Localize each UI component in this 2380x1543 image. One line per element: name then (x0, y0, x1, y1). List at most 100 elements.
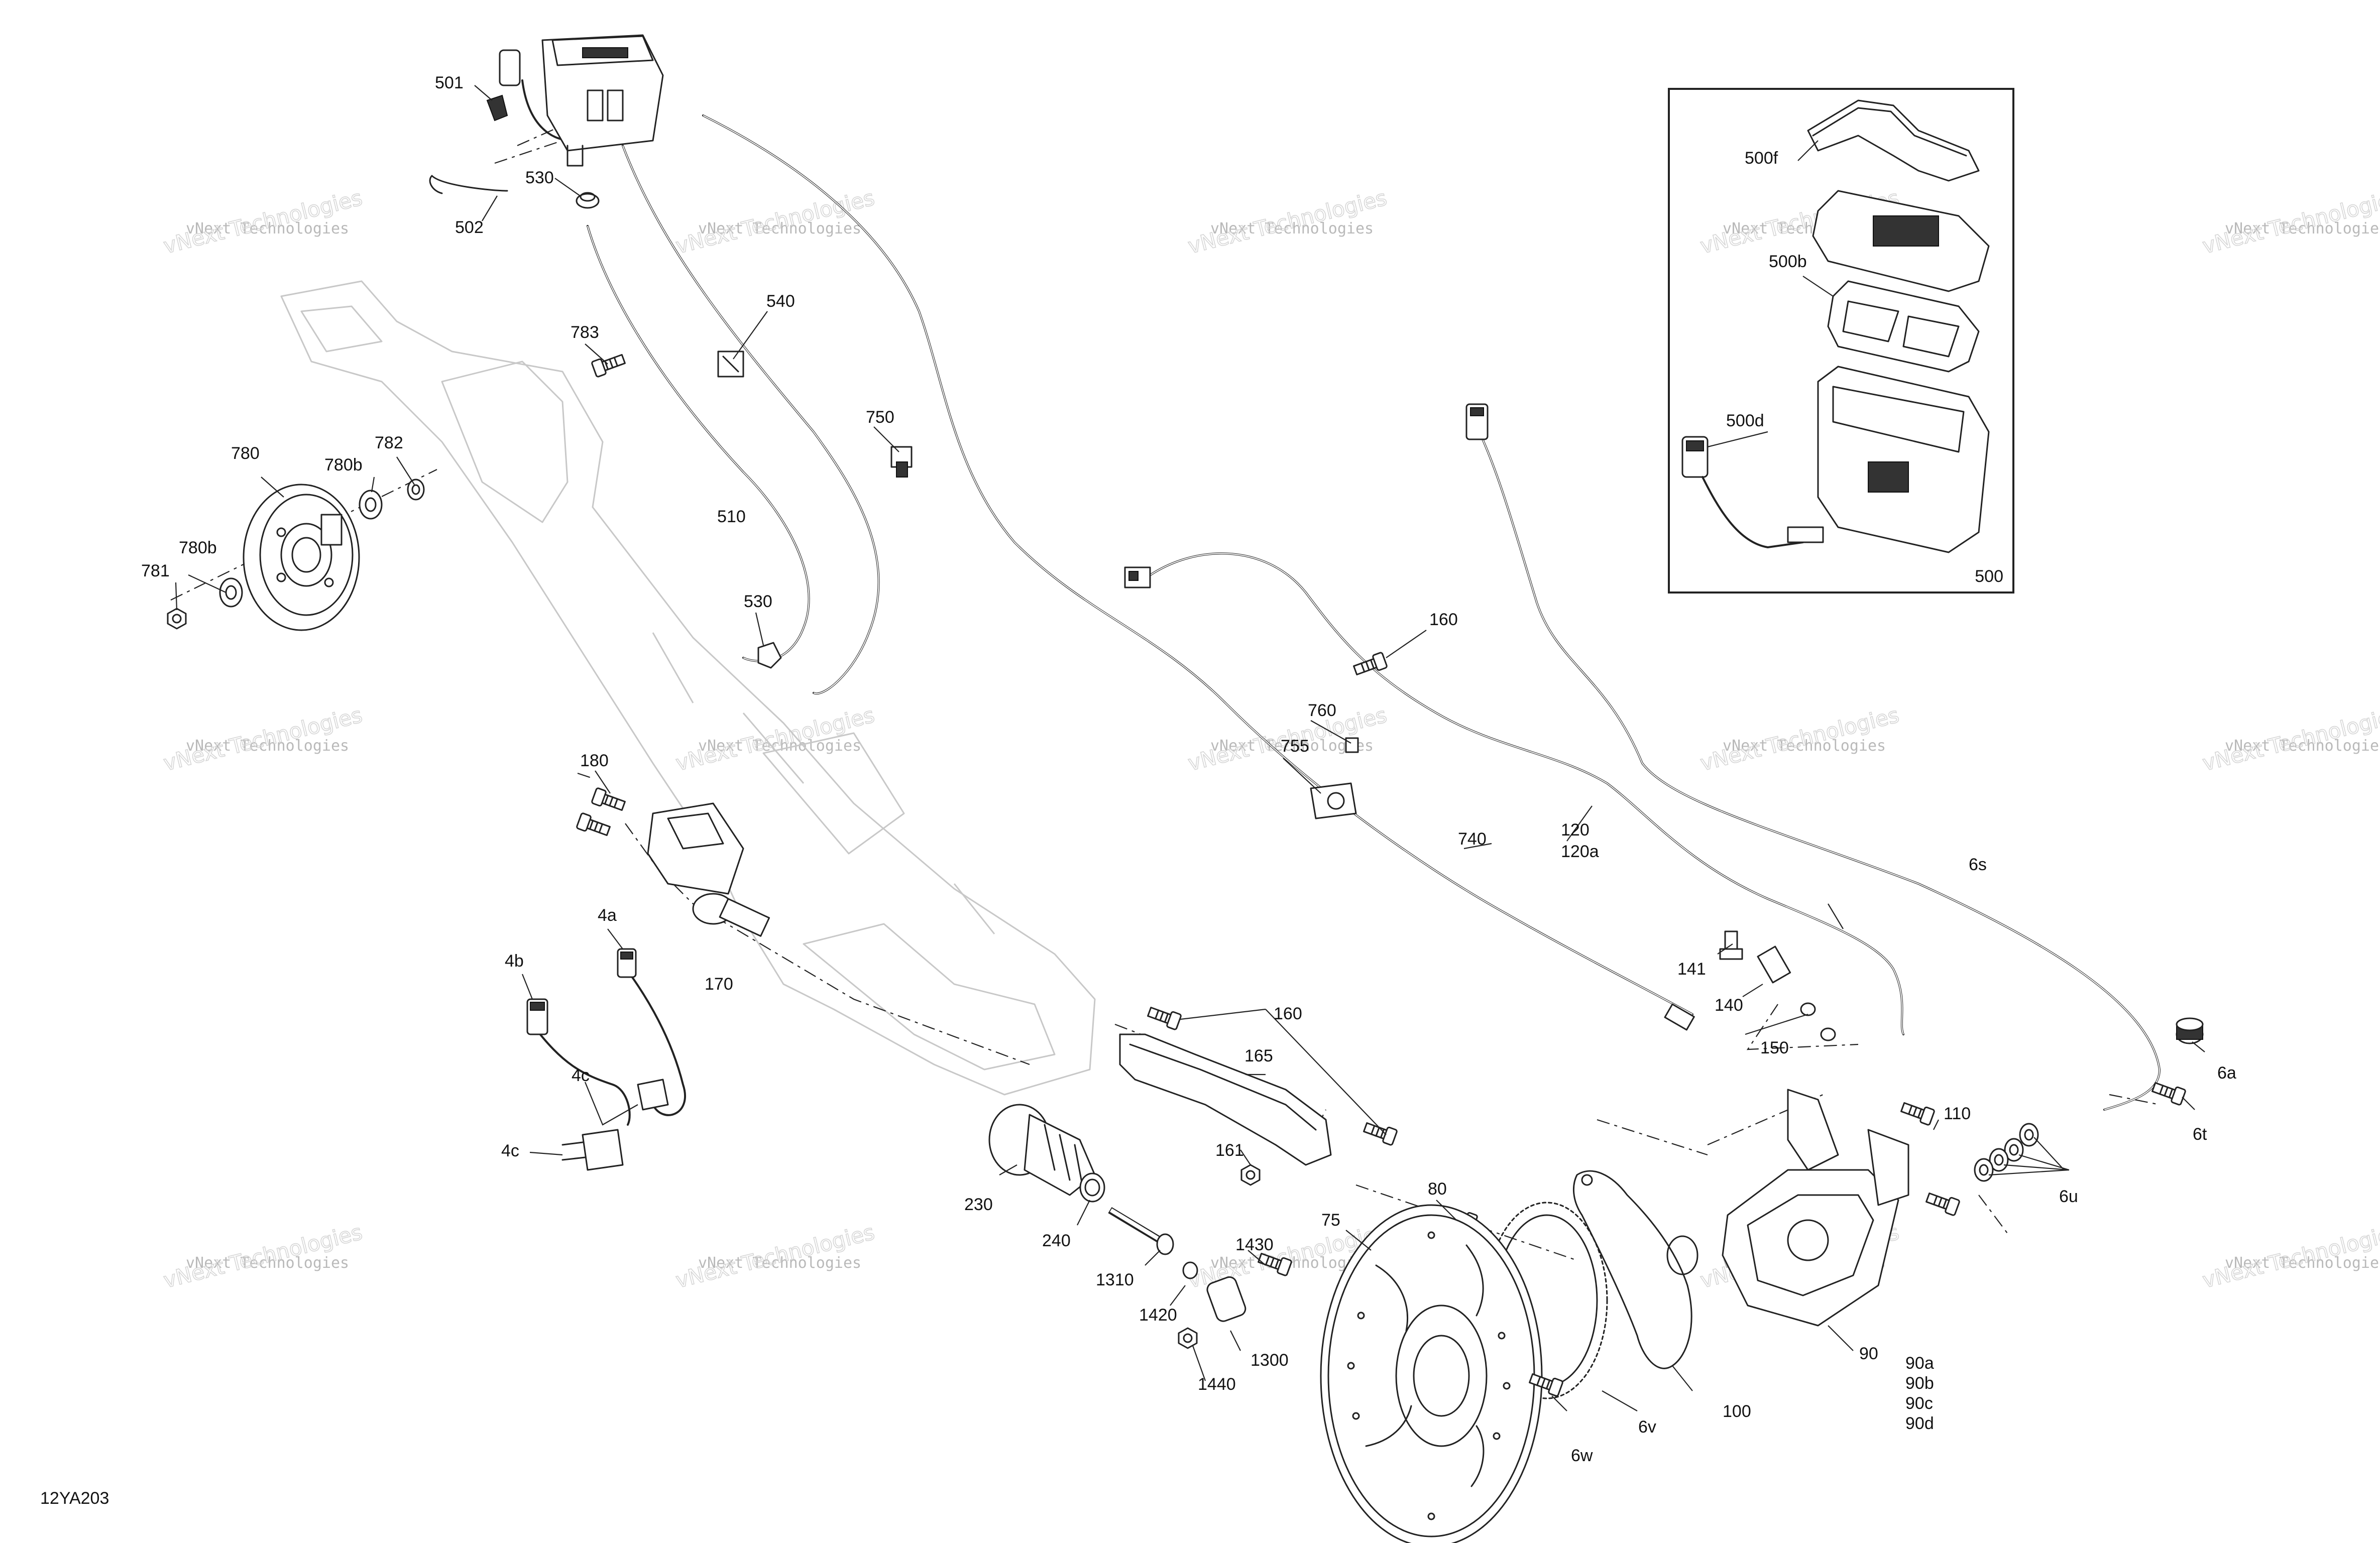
callout-120: 120 (1561, 820, 1590, 840)
part-6a-cap (2176, 1017, 2204, 1044)
callout-781: 781 (141, 561, 170, 580)
callout-180: 180 (580, 751, 609, 770)
callout-780b-b: 780b (179, 538, 217, 557)
part-540-clip (717, 350, 744, 378)
part-240-clamp (1079, 1172, 1105, 1203)
callout-140: 140 (1715, 996, 1743, 1015)
part-165-bracket (1119, 1033, 1332, 1166)
callout-755: 755 (1281, 737, 1309, 756)
callout-6v: 6v (1638, 1417, 1656, 1437)
callout-1300: 1300 (1251, 1351, 1289, 1370)
callout-1420: 1420 (1139, 1305, 1177, 1325)
part-160-bolt-b (1146, 1003, 1182, 1031)
callout-750: 750 (866, 408, 894, 427)
part-1300-clevis (1206, 1276, 1246, 1322)
part-500d-connector (1681, 436, 1824, 549)
callout-782: 782 (375, 433, 403, 452)
diagram-code: 12YA203 (40, 1489, 109, 1508)
part-780-pulley (243, 484, 360, 631)
part-150-washer (1800, 1002, 1836, 1041)
part-740-connector (1664, 1003, 1695, 1031)
part-500-housing (1817, 366, 1990, 553)
part-180-bolt-b (576, 812, 612, 840)
part-230-boot (988, 1104, 1096, 1196)
callout-510: 510 (717, 507, 746, 526)
callout-161: 161 (1215, 1141, 1244, 1160)
part-750-fitting (890, 446, 913, 478)
callout-1310: 1310 (1096, 1270, 1134, 1289)
part-4b-connector (526, 998, 548, 1035)
callout-90b: 90b (1905, 1374, 1934, 1393)
callout-120a: 120a (1561, 842, 1599, 861)
callout-502: 502 (455, 218, 484, 237)
part-110-bolt-a (1899, 1099, 1936, 1126)
part-500b-filter (1827, 280, 1980, 373)
callout-230: 230 (964, 1195, 993, 1214)
callout-780b-a: 780b (324, 455, 363, 474)
part-90-caliper (1722, 1089, 1909, 1327)
callout-90a: 90a (1905, 1354, 1934, 1373)
callout-1440: 1440 (1198, 1375, 1236, 1394)
part-780b-bearing-a (359, 490, 383, 520)
part-781-nut (167, 608, 187, 630)
part-141-bleeder (1719, 930, 1743, 960)
abs-unit-top (541, 34, 664, 167)
part-502-clip (429, 175, 508, 194)
part-4c-switch (561, 1079, 669, 1171)
callout-760: 760 (1308, 701, 1336, 720)
callout-4c-b: 4c (501, 1141, 519, 1160)
callout-500f: 500f (1745, 149, 1778, 168)
part-160-bolt-a (1351, 651, 1388, 679)
callout-6u: 6u (2059, 1187, 2078, 1206)
inset-box-label: 500 (1975, 567, 2003, 586)
part-530-grommet-b (757, 642, 782, 669)
callout-141: 141 (1677, 960, 1706, 979)
callout-80: 80 (1428, 1179, 1447, 1199)
leader-lines (175, 85, 2205, 1411)
callout-90d: 90d (1905, 1414, 1934, 1433)
callout-165: 165 (1244, 1046, 1273, 1065)
cables (521, 79, 2161, 1126)
callout-90: 90 (1859, 1344, 1878, 1363)
part-760-bolt (1345, 737, 1359, 753)
callout-100: 100 (1723, 1402, 1751, 1421)
part-1310-pin (1108, 1207, 1174, 1255)
callout-501: 501 (435, 73, 464, 92)
part-530-grommet-a (576, 192, 600, 209)
part-755-clamp (1310, 782, 1357, 819)
part-500f-gasket-frame (1807, 99, 1980, 182)
part-4a-connector (617, 948, 637, 978)
part-780b-bearing-b (219, 577, 243, 608)
callout-240: 240 (1042, 1231, 1071, 1250)
callout-4c-a: 4c (572, 1066, 590, 1085)
part-782-washer (407, 479, 425, 501)
callout-170: 170 (705, 975, 733, 994)
callout-labels: 501 502 530 540 510 750 530 783 780 780b… (40, 73, 2236, 1508)
callout-110: 110 (1944, 1104, 1971, 1123)
part-160-bolt-c (1362, 1119, 1398, 1146)
part-501-connector (486, 49, 521, 122)
part-75-brake-disc (1320, 1204, 1543, 1543)
callout-160-b: 160 (1274, 1004, 1302, 1023)
callout-530-b: 530 (744, 592, 772, 611)
callout-6s: 6s (1969, 855, 1987, 874)
callout-740: 740 (1458, 829, 1487, 849)
inset-box (1668, 88, 2014, 594)
callout-4a: 4a (598, 906, 617, 925)
part-783-bolt (591, 350, 627, 378)
swing-arm-frame (280, 280, 1096, 1096)
callout-500b: 500b (1769, 252, 1807, 271)
part-120-connector (1124, 566, 1151, 588)
callout-780: 780 (231, 444, 260, 463)
callout-75: 75 (1321, 1211, 1340, 1230)
callout-150: 150 (1760, 1038, 1789, 1057)
part-1420-washer (1182, 1261, 1198, 1279)
callout-1430: 1430 (1235, 1235, 1274, 1254)
callout-6t: 6t (2193, 1125, 2207, 1144)
callout-783: 783 (571, 323, 599, 342)
part-140-fitting (1757, 945, 1791, 984)
callout-500d: 500d (1726, 411, 1764, 430)
part-6s-connector (1465, 403, 1489, 440)
callout-530-a: 530 (525, 168, 554, 187)
